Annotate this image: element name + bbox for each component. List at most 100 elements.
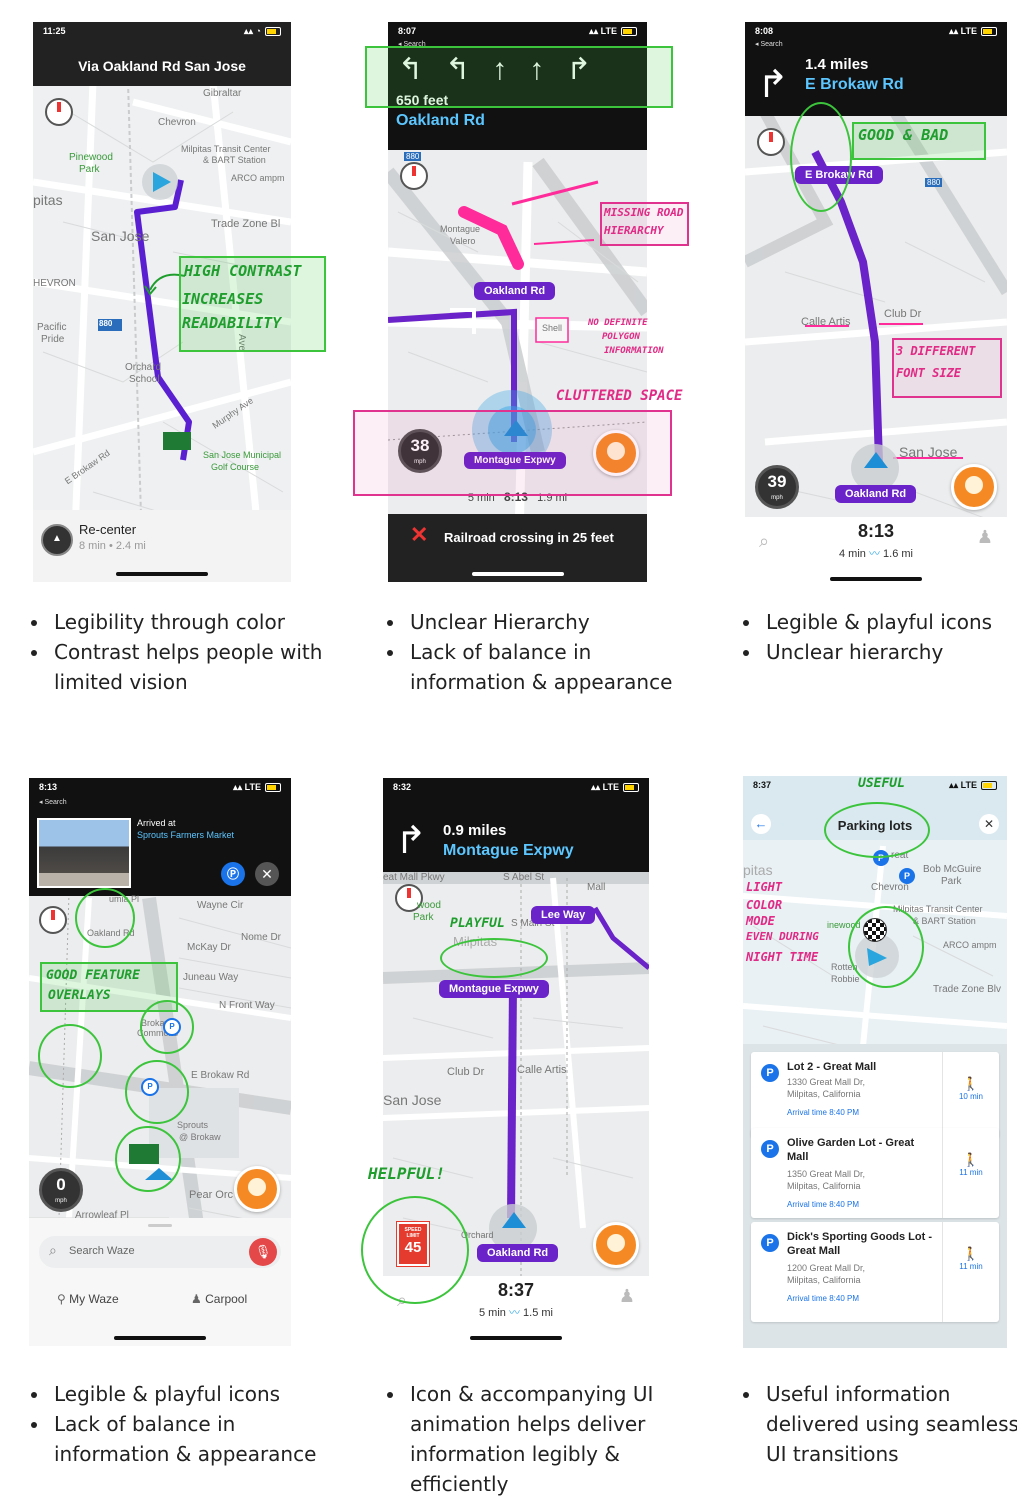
status-bar: 8:13▴▴ LTE <box>39 782 281 793</box>
annotation-fontsize-2: FONT SIZE <box>896 366 962 380</box>
street-pill-oakland: Oakland Rd <box>835 485 917 503</box>
people-icon[interactable]: ♟ <box>976 527 993 547</box>
close-icon[interactable]: ✕ <box>255 862 279 886</box>
compass-icon[interactable] <box>45 98 73 126</box>
parking-arrival: Arrival time 8:40 PM <box>787 1294 860 1303</box>
close-icon[interactable]: ✕ <box>979 814 999 834</box>
annotation-box-contrast <box>179 256 326 352</box>
recenter-icon[interactable]: ▲ <box>41 524 73 556</box>
annotation-contrast-2: INCREASES <box>182 290 264 308</box>
walk-time: 🚶11 min <box>942 1222 999 1322</box>
map-label: Arrowleaf Pl <box>75 1210 129 1221</box>
eta-time: 8:37 <box>497 1280 535 1300</box>
screenshot-parking: 8:37▴▴ LTE ← Parking lots ✕ pitas reat B… <box>743 776 1007 1348</box>
lane-arrows: ↰↰↑↑↱ <box>398 53 614 86</box>
map-label: inewood <box>827 920 861 930</box>
bullet: Useful information delivered using seaml… <box>762 1379 1017 1469</box>
annotation-missing-2: HIERARCHY <box>604 224 664 237</box>
back-arrow-icon[interactable]: ← <box>751 814 771 834</box>
turn-right-icon: ↱ <box>395 820 427 862</box>
street-pill-oakland: Oakland Rd <box>474 282 556 300</box>
map-label: Chevron <box>871 882 909 893</box>
map-label: ARCO ampm <box>943 940 997 950</box>
bullet: Contrast helps people with limited visio… <box>50 637 330 697</box>
parking-card[interactable]: P Lot 2 - Great Mall 1330 Great Mall Dr,… <box>751 1052 999 1138</box>
map-label: Orchard <box>125 362 162 373</box>
eta-minutes: 4 min <box>839 548 866 560</box>
map-label: Milpitas Transit Center <box>181 144 271 154</box>
bullets-5: Icon & accompanying UI animation helps d… <box>384 1379 696 1499</box>
microphone-icon[interactable]: 🎙 <box>249 1238 277 1266</box>
map-label: Park <box>941 876 962 887</box>
recenter-panel[interactable]: ▲ Re-center 8 min • 2.4 mi <box>33 510 291 582</box>
eta-sub: 5 min 〰 1.5 mi <box>479 1307 553 1319</box>
map-label: & BART Station <box>913 916 976 926</box>
walk-minutes: 10 min <box>958 1092 983 1101</box>
compass-icon[interactable] <box>395 884 423 912</box>
report-button[interactable] <box>234 1166 280 1212</box>
parking-card[interactable]: P Dick's Sporting Goods Lot - Great Mall… <box>751 1222 999 1322</box>
bullet: Legibility through color <box>50 607 330 637</box>
walk-time: 🚶11 min <box>942 1128 999 1218</box>
home-indicator <box>470 1336 562 1340</box>
back-search-link[interactable]: ◂ Search <box>755 41 783 48</box>
parking-name: Lot 2 - Great Mall <box>787 1061 877 1073</box>
people-icon[interactable]: ♟ <box>618 1286 635 1306</box>
annotation-circle-icons <box>790 102 852 212</box>
map-label: Sprouts <box>177 1120 209 1130</box>
annotation-useful: USEFUL <box>858 776 905 791</box>
annotation-night-4: EVEN DURING <box>746 930 819 943</box>
search-icon[interactable]: ⌕ <box>759 531 770 551</box>
recenter-label: Re-center <box>79 522 137 537</box>
status-bar: 8:07▴▴ LTE <box>398 26 637 37</box>
annotation-goodbad: GOOD & BAD <box>858 126 949 144</box>
eta-sub: 4 min 〰 1.6 mi <box>839 548 913 560</box>
parking-card[interactable]: P Olive Garden Lot - Great Mall 1350 Gre… <box>751 1128 999 1218</box>
back-search-link[interactable]: ◂ Search <box>39 799 67 806</box>
screenshot-route-overview: 11:25▴▴ ◔ Via Oakland Rd San Jose Gibral… <box>33 22 291 582</box>
tab-mywaze[interactable]: ⚲ My Waze <box>57 1292 119 1306</box>
parking-address: 1350 Great Mall Dr, <box>787 1169 866 1179</box>
annotation-circle <box>125 1060 189 1124</box>
parking-address: 1330 Great Mall Dr, <box>787 1077 866 1087</box>
annotation-polygon-3: INFORMATION <box>604 346 664 356</box>
report-button[interactable] <box>593 430 639 476</box>
drag-handle[interactable] <box>148 1224 172 1227</box>
tab-carpool[interactable]: ♟ Carpool <box>191 1292 247 1306</box>
screenshot-navigation: 8:08▴▴ LTE ◂ Search ↱ 1.4 miles E Brokaw… <box>745 22 1007 587</box>
annotation-circle-night <box>848 906 924 988</box>
screenshot-turn-guidance: 8:07▴▴ LTE ◂ Search ↰↰↑↑↱ 650 feet Oakla… <box>388 22 647 582</box>
map-label: Pinewood <box>69 152 113 163</box>
search-box[interactable]: ⌕ Search Waze 🎙 <box>39 1236 281 1268</box>
parking-address: 1200 Great Mall Dr, <box>787 1263 866 1273</box>
map-label: S Main St <box>511 918 555 929</box>
parking-icon: P <box>761 1064 779 1082</box>
home-indicator <box>116 572 208 576</box>
map-label: Park <box>413 912 434 923</box>
annotation-night-1: LIGHT <box>746 880 783 894</box>
map-canvas <box>383 872 649 1318</box>
search-placeholder: Search Waze <box>69 1245 135 1257</box>
turn-right-icon: ↱ <box>757 64 789 106</box>
railroad-icon: ✕ <box>410 522 429 547</box>
compass-icon[interactable] <box>39 906 67 934</box>
map-label: ARCO ampm <box>231 173 285 183</box>
map-label: Calle Artis <box>801 316 851 328</box>
map-label: Club Dr <box>447 1066 485 1078</box>
report-button[interactable] <box>593 1222 639 1268</box>
search-icon: ⌕ <box>49 1242 57 1258</box>
back-search-link[interactable]: ◂ Search <box>398 41 426 48</box>
map-label: HEVRON <box>33 278 76 289</box>
car-icon <box>504 420 528 436</box>
report-button[interactable] <box>951 464 997 510</box>
recenter-sub: 8 min • 2.4 mi <box>79 540 146 552</box>
map-label: Pear Orc <box>189 1189 234 1201</box>
annotation-circle <box>115 1126 181 1192</box>
map-label: Chevron <box>158 117 196 128</box>
parking-icon[interactable]: Ⓟ <box>221 862 245 886</box>
car-icon <box>864 452 888 468</box>
parking-name: Olive Garden Lot - Great Mall <box>787 1137 915 1163</box>
compass-icon[interactable] <box>400 162 428 190</box>
compass-icon[interactable] <box>757 128 785 156</box>
